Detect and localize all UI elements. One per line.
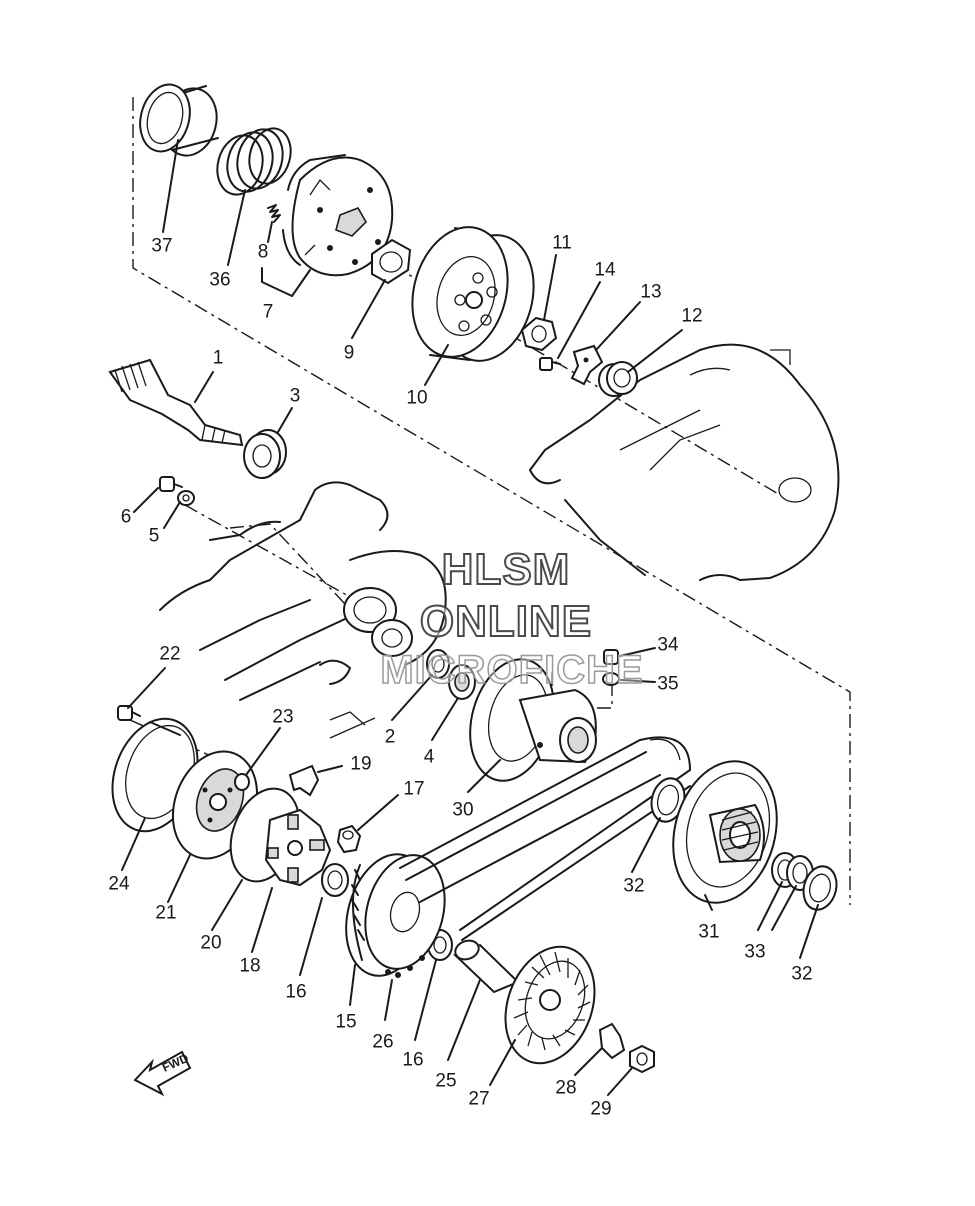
fwd-arrow-icon [133,1050,192,1097]
part-13-lock-washer [570,344,604,386]
part-25-collar [453,939,520,994]
callout-8: 8 [257,241,269,263]
callout-25: 25 [435,1070,457,1092]
part-11-nut [520,316,558,352]
part-8-small-spring [267,204,281,223]
part-14-screw [539,357,561,371]
part-34-pin [603,649,619,665]
part-16-oil-seal-left [321,863,349,897]
callout-17: 17 [403,778,425,800]
callout-3: 3 [289,385,301,407]
callout-14: 14 [594,259,616,281]
callout-15: 15 [335,1011,357,1033]
part-37-clutch-housing-cup [139,83,219,157]
part-7-clutch-carrier [282,154,394,277]
part-27-fixed-fan-sheave [504,945,596,1065]
callout-24: 24 [108,873,130,895]
callout-9: 9 [343,342,355,364]
part-28-washer [598,1022,626,1060]
callout-19: 19 [350,753,372,775]
part-1-primary-shaft [108,358,244,447]
callout-29: 29 [590,1098,612,1120]
part-31-secondary-fixed-sheave [672,760,778,904]
callout-27: 27 [468,1088,490,1110]
callout-32-left: 32 [623,875,645,897]
part-4-oil-seal [448,664,476,700]
part-32-oil-seal-right [802,865,838,911]
callout-16-left: 16 [285,981,307,1003]
callout-7: 7 [262,301,274,323]
part-26-movable-sheave [345,853,446,978]
callout-26: 26 [372,1031,394,1053]
part-22-screw [117,705,141,721]
part-2-circlip [426,649,450,679]
callout-35: 35 [657,673,679,695]
part-23-ring [234,773,250,791]
part-10-clutch-drum [411,226,535,362]
callout-31: 31 [698,921,720,943]
callout-2: 2 [384,726,396,748]
callout-20: 20 [200,932,222,954]
callout-33: 33 [744,941,766,963]
callout-11: 11 [552,232,572,254]
part-30-secondary-sheave [469,658,597,782]
part-5-washer [177,490,195,506]
part-36-spring [216,127,292,196]
crankcase [159,481,447,739]
part-9-nut [371,238,412,285]
callout-34: 34 [657,634,679,656]
part-6-bolt [159,476,183,492]
callout-12: 12 [681,305,703,327]
callout-16-right: 16 [402,1049,424,1071]
callout-28: 28 [555,1077,577,1099]
callout-32-right: 32 [791,963,813,985]
callout-4: 4 [423,746,435,768]
watermark-line-2: ONLINE [419,597,593,646]
crankcase-cover [529,343,840,581]
part-29-nut [629,1044,655,1074]
watermark-line-3: MICROFICHE [380,648,644,692]
callout-30: 30 [452,799,474,821]
part-35-washer [602,672,620,686]
callout-5: 5 [148,525,160,547]
callout-36: 36 [209,269,231,291]
part-19-clip [288,764,320,797]
callout-10: 10 [406,387,428,409]
callout-23: 23 [272,706,294,728]
leader-lines [121,139,819,1096]
part-15-weight-rollers [351,864,365,961]
callout-18: 18 [239,955,261,977]
part-17-slider [336,824,362,854]
callout-1: 1 [212,347,224,369]
callout-37: 37 [151,235,173,257]
callout-6: 6 [120,506,132,528]
callout-13: 13 [640,281,662,303]
callout-22: 22 [159,643,181,665]
part-3-bearing [243,429,287,479]
v-belt [399,736,691,941]
part-12-bearing [598,361,638,397]
callout-21: 21 [155,902,177,924]
part-18-cam-plate [264,808,332,887]
watermark-line-1: HLSM [441,545,571,594]
